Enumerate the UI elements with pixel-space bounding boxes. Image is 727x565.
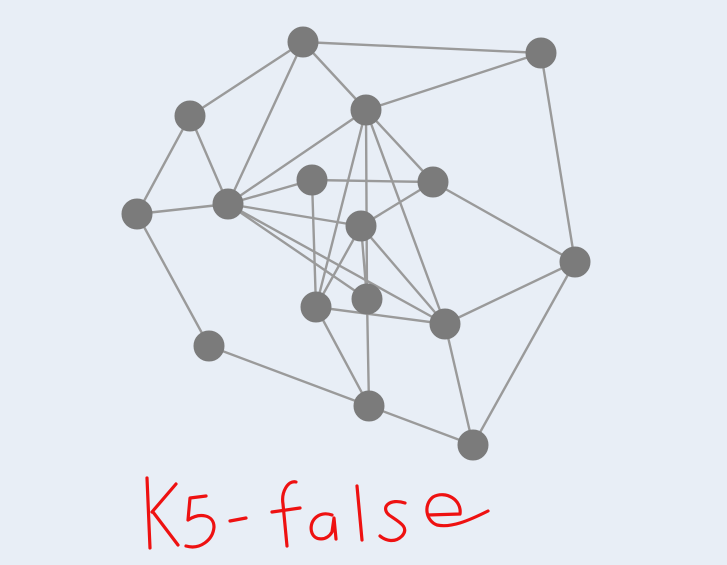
edge-n7-n8 <box>310 178 435 184</box>
handwritten-annotation <box>145 476 490 550</box>
graph-node-n14 <box>429 308 461 340</box>
edge-n7-n12 <box>310 178 318 309</box>
edge-n6-n10 <box>226 202 363 228</box>
graph-node-n15 <box>353 390 385 422</box>
edge-n1-n6 <box>226 40 305 206</box>
edge-n3-n8 <box>364 108 435 184</box>
graph-node-n13 <box>351 283 383 315</box>
graph-node-n1 <box>287 26 319 58</box>
edge-n3-n12 <box>314 108 368 309</box>
edge-n3-n6 <box>226 108 368 206</box>
edge-n10-n14 <box>359 224 447 326</box>
edge-n11-n15 <box>207 344 371 408</box>
graph-node-n9 <box>559 246 591 278</box>
graph-node-n12 <box>300 291 332 323</box>
edge-n2-n3 <box>364 51 543 112</box>
graph-node-n5 <box>121 198 153 230</box>
edge-n1-n4 <box>188 40 305 118</box>
graph-node-n6 <box>212 188 244 220</box>
graph-node-n8 <box>417 166 449 198</box>
edge-n2-n9 <box>539 51 577 264</box>
edge-n13-n15 <box>365 297 371 408</box>
edge-n4-n5 <box>135 114 192 216</box>
edge-n4-n6 <box>188 114 230 206</box>
edge-n3-n14 <box>364 108 447 326</box>
edge-n5-n11 <box>135 212 211 348</box>
edge-n9-n14 <box>443 260 577 326</box>
graph-node-n2 <box>525 37 557 69</box>
edge-n6-n13 <box>226 202 369 301</box>
edge-n8-n9 <box>431 180 577 264</box>
graph-node-n4 <box>174 100 206 132</box>
edge-n3-n13 <box>364 108 369 301</box>
edge-n12-n14 <box>314 305 447 326</box>
edge-n9-n16 <box>471 260 577 447</box>
graph-node-n10 <box>345 210 377 242</box>
graph-node-n11 <box>193 330 225 362</box>
graph-nodes <box>121 26 591 461</box>
edge-n6-n14 <box>226 202 447 326</box>
graph-node-n7 <box>296 164 328 196</box>
edge-n15-n16 <box>367 404 475 447</box>
edge-n12-n15 <box>314 305 371 408</box>
edge-n1-n2 <box>301 40 543 55</box>
graph-node-n16 <box>457 429 489 461</box>
graph-node-n3 <box>350 94 382 126</box>
edge-n14-n16 <box>443 322 475 447</box>
